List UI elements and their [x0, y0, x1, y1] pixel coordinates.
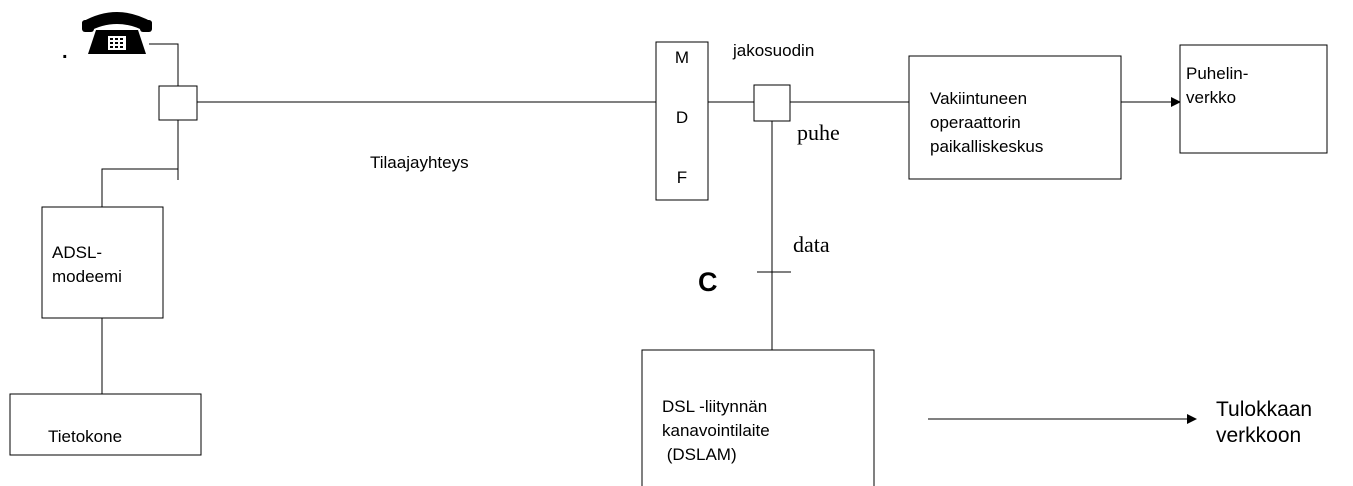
connection-lines [101, 43, 909, 394]
jakosuodin-label: jakosuodin [732, 41, 814, 60]
dslam-box [641, 349, 875, 486]
mdf-letter-f: F [677, 168, 687, 187]
tilaajayhteys-label: Tilaajayhteys [370, 153, 469, 172]
puhelinverkko-label-line2: verkko [1186, 88, 1236, 107]
phone-splitter-box [158, 85, 198, 121]
tulokkaan-label-line1: Tulokkaan [1216, 398, 1312, 421]
tulokkaan-label-line2: verkkoon [1216, 424, 1301, 447]
c-label: C [698, 267, 718, 297]
paikalliskeskus-box [908, 55, 1122, 180]
adsl-modem-box [41, 206, 164, 319]
tietokone-box [9, 393, 202, 456]
telephone-icon [82, 12, 152, 54]
keskus-label-line2: operaattorin [930, 113, 1021, 132]
puhelinverkko-label-line1: Puhelin- [1186, 64, 1248, 83]
adsl-modem-label-line2: modeemi [52, 267, 122, 286]
jakosuodin-box [753, 84, 791, 122]
data-label: data [793, 232, 830, 257]
dslam-label-line2: kanavointilaite [662, 421, 770, 440]
mdf-box [655, 41, 709, 201]
phone-dot-label: . [62, 41, 68, 63]
dslam-label-line3: (DSLAM) [662, 445, 737, 464]
dslam-label-line1: DSL -liitynnän [662, 397, 767, 416]
keskus-label-line3: paikalliskeskus [930, 137, 1043, 156]
adsl-modem-label-line1: ADSL- [52, 243, 102, 262]
tietokone-label: Tietokone [48, 427, 122, 446]
mdf-letter-m: M [675, 48, 689, 67]
puhe-label: puhe [797, 120, 840, 145]
keskus-label-line1: Vakiintuneen [930, 89, 1027, 108]
puhelinverkko-box [1179, 44, 1328, 154]
mdf-letter-d: D [676, 108, 688, 127]
